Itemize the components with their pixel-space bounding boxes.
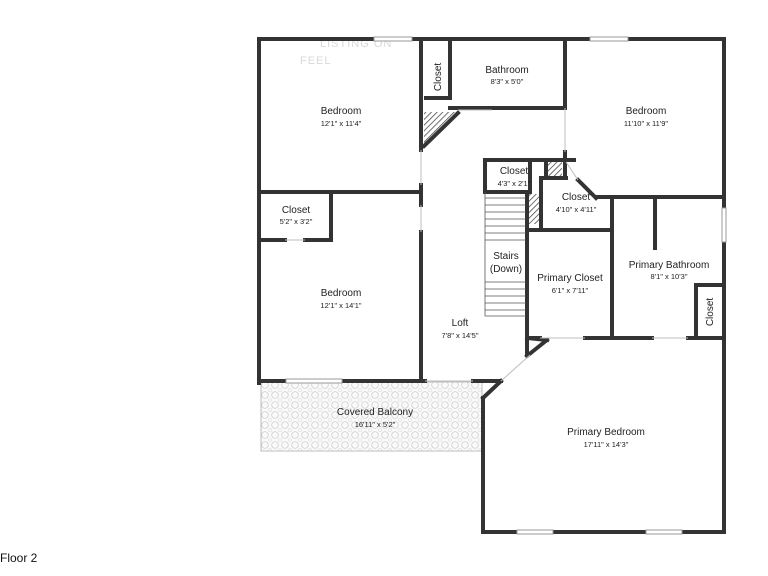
stairs-label-2: (Down) <box>490 264 522 275</box>
primary-bed-name: Primary Bedroom <box>567 427 645 438</box>
bedroom-ne-dim: 11'10" x 11'9" <box>624 119 669 128</box>
primary-closet-name: Primary Closet <box>537 273 603 284</box>
closet-w-dim: 5'2" x 3'2" <box>280 217 313 226</box>
bedroom-nw-name: Bedroom <box>321 106 362 117</box>
bedroom-w-name: Bedroom <box>321 288 362 299</box>
primary-bath-name: Primary Bathroom <box>629 260 710 271</box>
closet-nw-name: Closet <box>433 63 444 92</box>
watermark-line2: FEEL <box>300 55 332 67</box>
bathroom-dim: 8'3" x 5'0" <box>491 77 524 86</box>
balcony-name: Covered Balcony <box>337 407 413 418</box>
shaft-hatch-mid <box>546 162 562 176</box>
closet-w-name: Closet <box>282 205 311 216</box>
closet-c-name: Closet <box>562 192 591 203</box>
stairs-label-1: Stairs <box>493 251 519 262</box>
stair-treads <box>484 192 526 317</box>
door-lines <box>285 108 688 382</box>
primary-bed-dim: 17'11" x 14'3" <box>584 440 629 449</box>
closet-c-dim: 4'10" x 4'11" <box>556 205 597 214</box>
loft-dim: 7'8" x 14'5" <box>442 331 479 340</box>
loft-name: Loft <box>452 318 469 329</box>
closet-e-name: Closet <box>705 298 716 327</box>
bedroom-nw-dim: 12'1" x 11'4" <box>321 119 362 128</box>
bedroom-w-dim: 12'1" x 14'1" <box>320 301 361 310</box>
bedroom-ne-name: Bedroom <box>626 106 667 117</box>
balcony-dim: 16'11" x 5'2" <box>355 420 396 429</box>
primary-closet-dim: 6'1" x 7'11" <box>552 286 589 295</box>
shaft-hatch-stairs <box>528 194 540 224</box>
closet-mid-dim: 4'3" x 2'1" <box>498 179 531 188</box>
bathroom-name: Bathroom <box>485 65 528 76</box>
closet-mid-name: Closet <box>500 166 529 177</box>
balcony-area <box>260 381 483 452</box>
windows <box>285 36 727 535</box>
primary-bath-dim: 8'1" x 10'3" <box>651 272 688 281</box>
floor-label: Floor 2 <box>0 551 38 565</box>
